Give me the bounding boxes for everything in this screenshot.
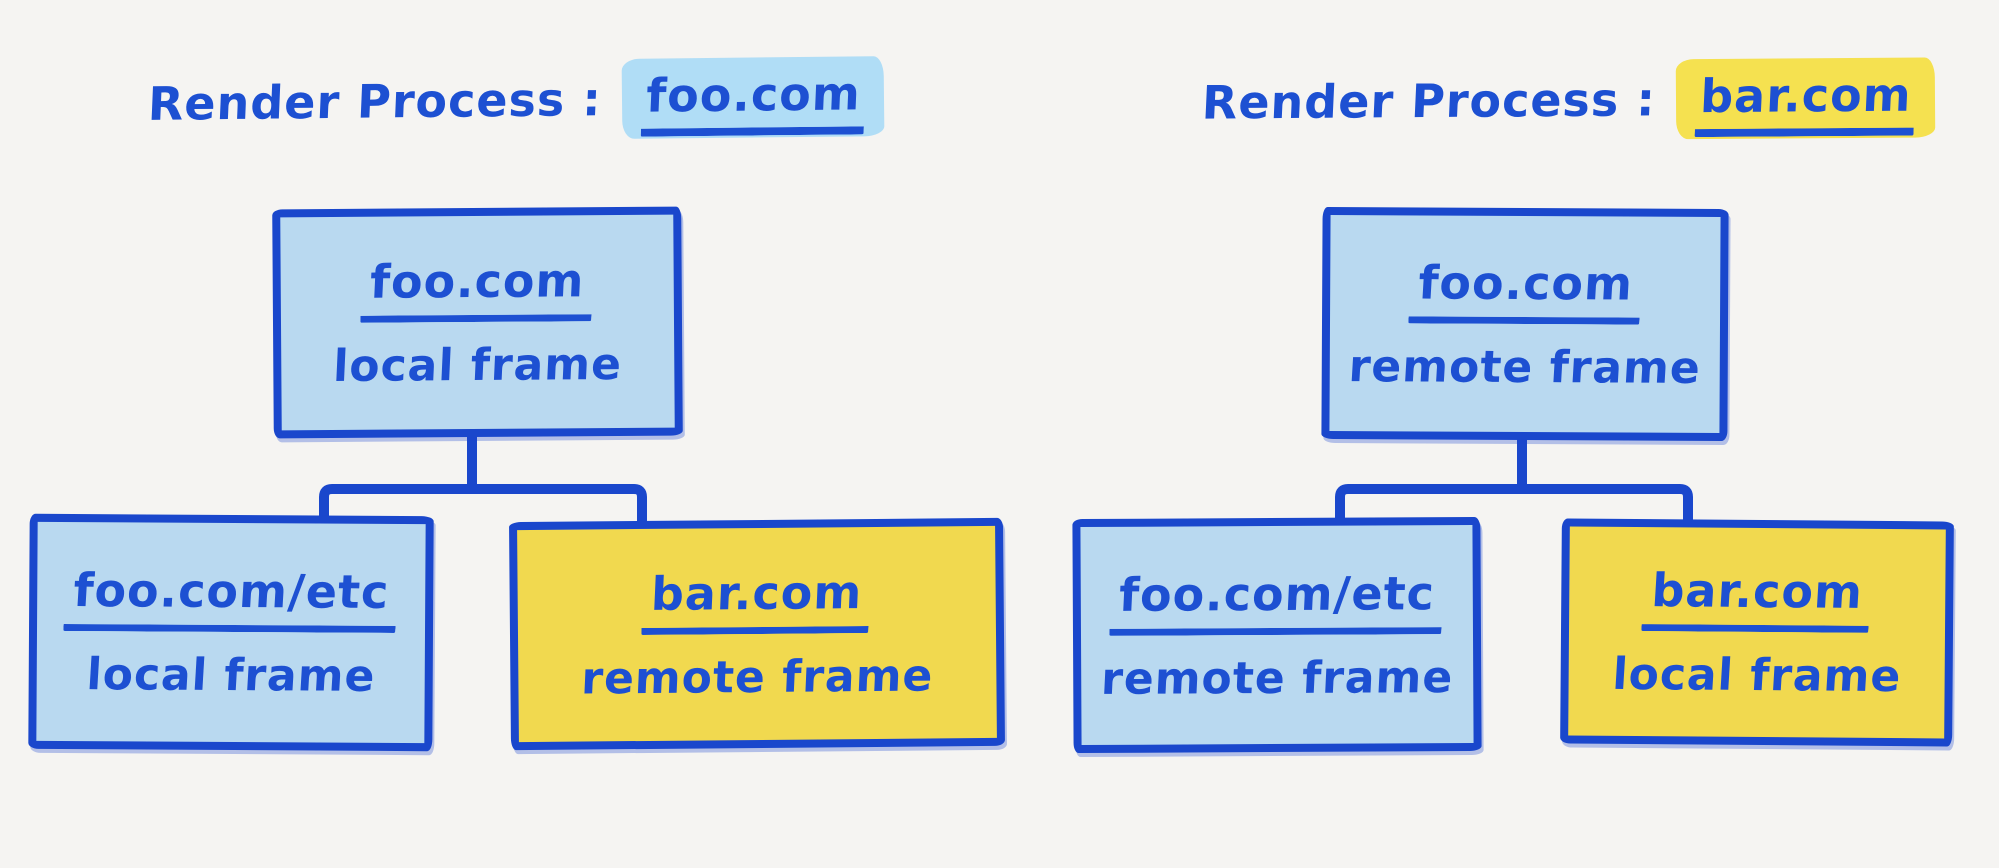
frame-node-bar-remote: bar.com remote frame <box>509 517 1005 751</box>
frame-type: local frame <box>332 338 624 393</box>
frame-type: remote frame <box>1347 340 1703 394</box>
frame-domain: foo.com <box>360 253 595 323</box>
render-process-title-bar: Render Process : bar.com <box>1200 49 1936 150</box>
render-process-title-foo: Render Process : foo.com <box>146 48 885 152</box>
frame-domain: foo.com/etc <box>1109 565 1445 636</box>
frame-domain: foo.com <box>1407 254 1643 325</box>
title-domain-highlight-yellow: bar.com <box>1675 57 1936 140</box>
frame-type: local frame <box>84 649 377 702</box>
frame-type: local frame <box>1610 648 1903 703</box>
frame-node-foo-etc: foo.com/etc local frame <box>28 513 434 752</box>
frame-type: remote frame <box>1099 651 1455 705</box>
frame-domain: bar.com <box>641 564 872 635</box>
title-domain: bar.com <box>1694 67 1917 138</box>
frame-node-bar-local: bar.com local frame <box>1560 518 1954 747</box>
title-domain: foo.com <box>640 66 866 137</box>
frame-node-foo-etc-remote: foo.com/etc remote frame <box>1072 516 1482 754</box>
title-prefix: Render Process : <box>1200 72 1658 130</box>
frame-type: remote frame <box>580 649 935 705</box>
frame-node-foo-root-remote: foo.com remote frame <box>1321 206 1729 442</box>
connector-left-bar <box>319 484 647 539</box>
title-domain-highlight-blue: foo.com <box>621 56 885 139</box>
frame-domain: foo.com/etc <box>63 562 400 634</box>
frame-node-foo-root: foo.com local frame <box>272 206 683 439</box>
frame-domain: bar.com <box>1641 563 1874 633</box>
connector-right-bar <box>1335 484 1693 537</box>
title-prefix: Render Process : <box>146 72 603 131</box>
